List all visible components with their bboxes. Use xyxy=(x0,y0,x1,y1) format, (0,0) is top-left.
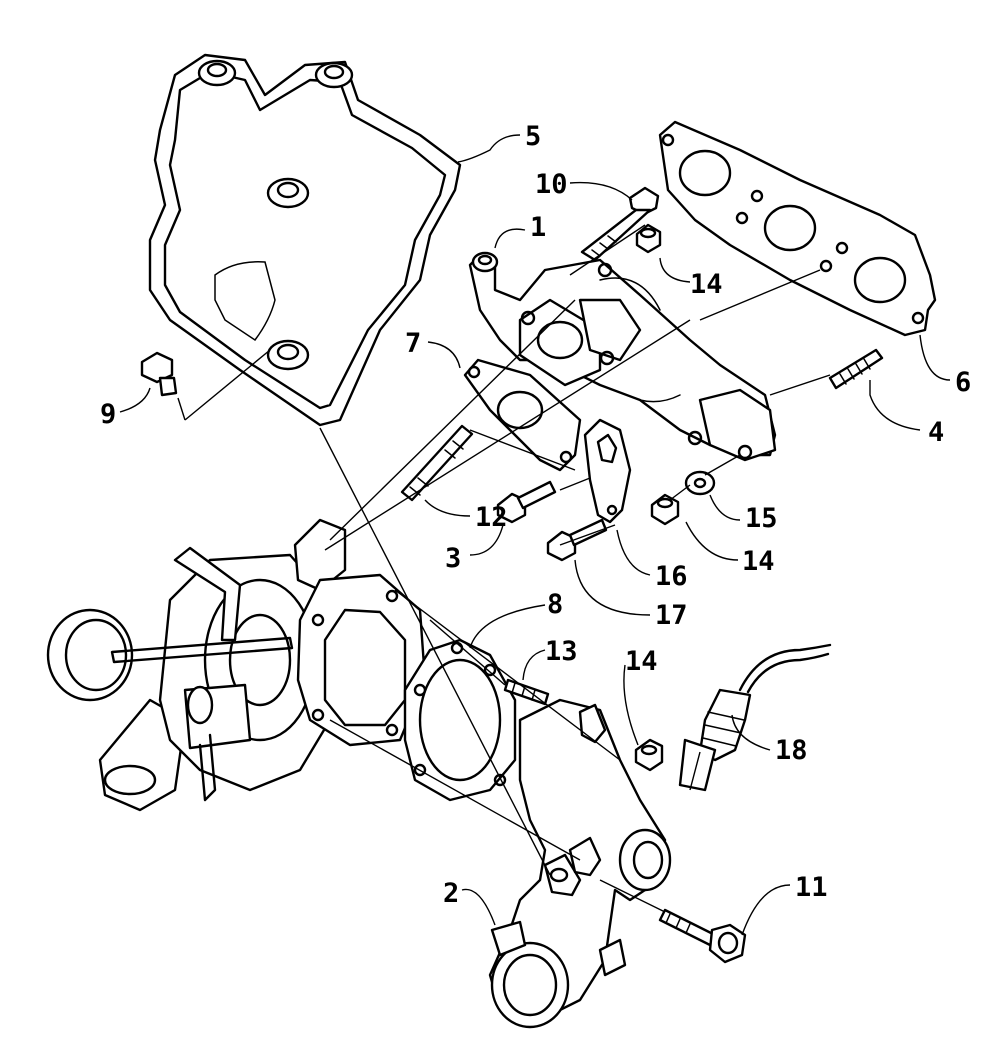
turbocharger xyxy=(46,518,427,812)
callout-10: 10 xyxy=(535,169,568,200)
callout-13: 13 xyxy=(545,636,578,667)
stud-part-4 xyxy=(828,348,884,390)
heat-shield-cover xyxy=(148,53,462,427)
callout-7: 7 xyxy=(405,328,421,359)
callout-16: 16 xyxy=(655,561,688,592)
stud-part-12 xyxy=(400,424,474,502)
exhaust-manifold xyxy=(468,251,777,462)
bolt-part-11 xyxy=(658,908,747,964)
nut-part-14-upper xyxy=(635,223,662,254)
washer-part-15 xyxy=(684,470,716,496)
bolt-part-3 xyxy=(496,480,557,524)
assembly-lines xyxy=(177,224,831,913)
callout-12: 12 xyxy=(475,502,508,533)
callout-5: 5 xyxy=(525,121,541,152)
callout-3: 3 xyxy=(445,543,461,574)
callout-11: 11 xyxy=(795,872,828,903)
callout-6: 6 xyxy=(955,367,971,398)
callout-14-middle: 14 xyxy=(742,546,775,577)
callout-14-upper: 14 xyxy=(690,269,723,300)
bolt-part-17 xyxy=(546,518,608,562)
callout-leaders xyxy=(119,134,951,936)
exhaust-elbow xyxy=(488,698,672,1029)
bracket xyxy=(583,418,632,524)
manifold-gasket xyxy=(658,120,937,337)
callout-17: 17 xyxy=(655,600,688,631)
callout-9: 9 xyxy=(100,399,116,430)
bolt-part-9 xyxy=(140,351,178,397)
nut-part-14-lower xyxy=(634,738,664,772)
callout-15: 15 xyxy=(745,503,778,534)
callout-4: 4 xyxy=(928,417,944,448)
bolt-part-10 xyxy=(580,186,660,262)
callout-8: 8 xyxy=(547,589,563,620)
callout-14-lower: 14 xyxy=(625,646,658,677)
nut-part-14-middle xyxy=(650,493,680,526)
callout-18: 18 xyxy=(775,735,808,766)
callout-labels: 1 2 3 4 5 6 7 8 9 10 11 12 13 14 14 14 1… xyxy=(100,121,971,909)
oxygen-sensor xyxy=(678,643,832,792)
flange-gasket xyxy=(463,358,582,472)
turbo-gasket xyxy=(403,638,517,802)
callout-1: 1 xyxy=(530,212,546,243)
callout-2: 2 xyxy=(443,878,459,909)
